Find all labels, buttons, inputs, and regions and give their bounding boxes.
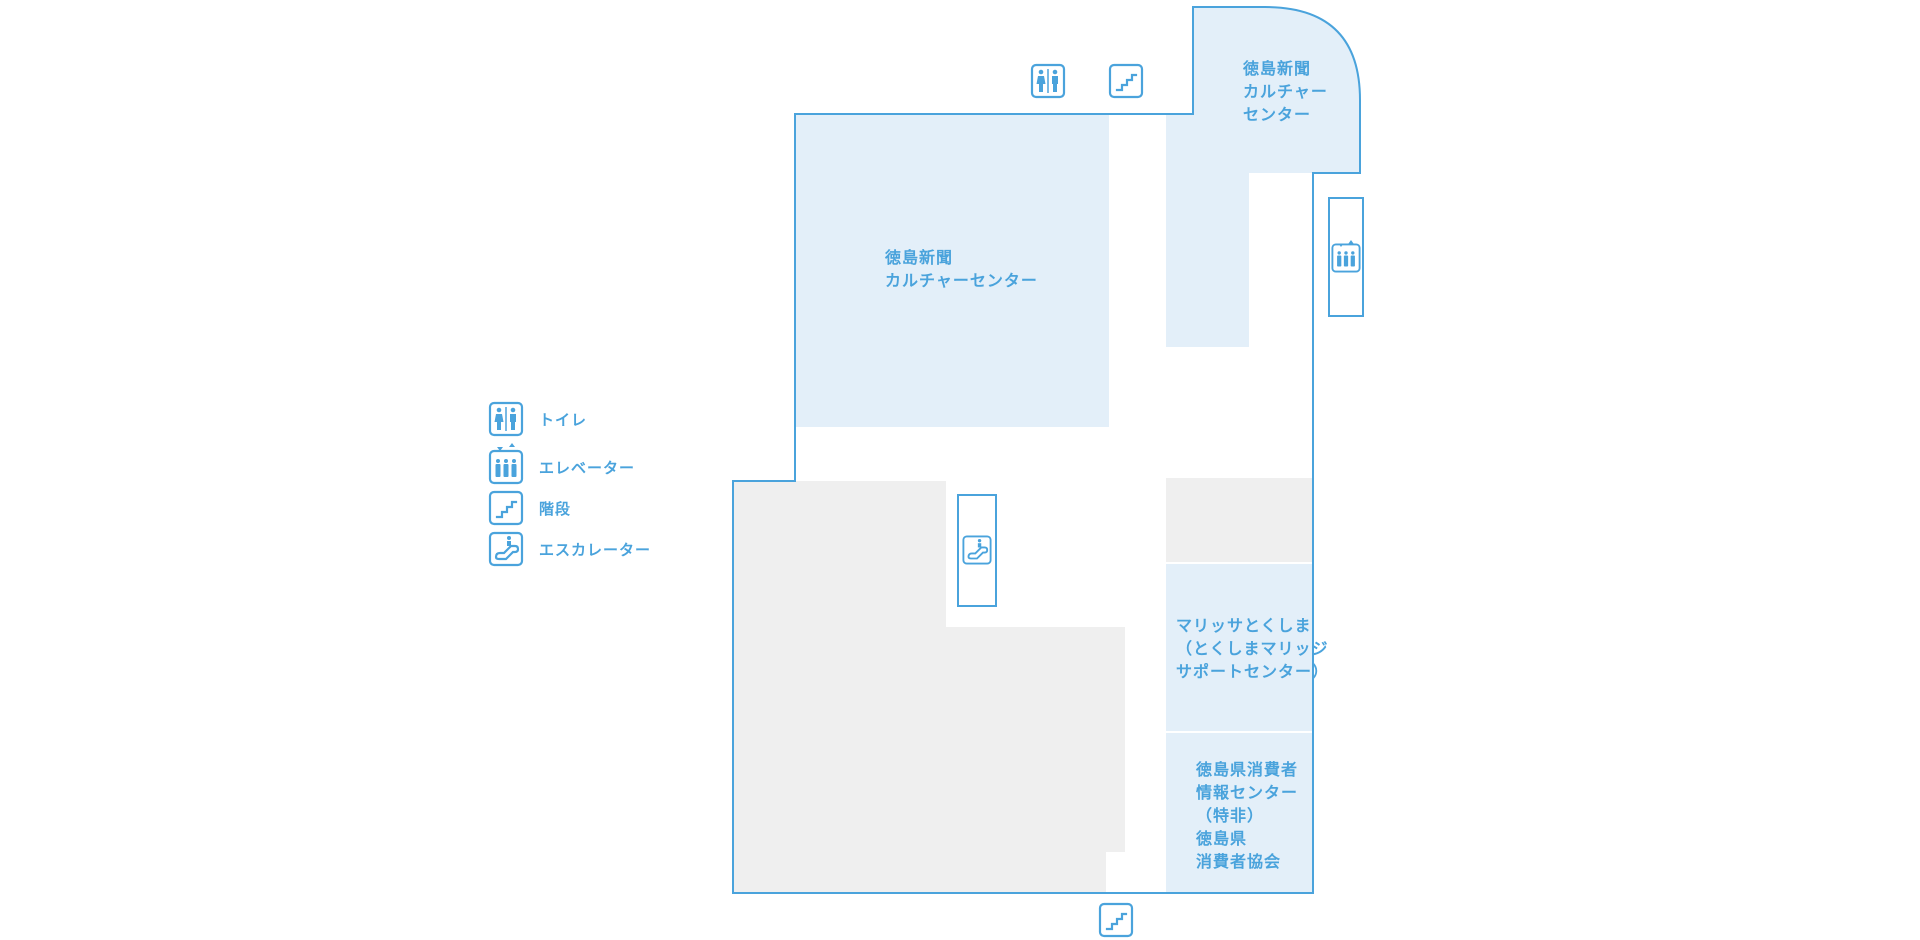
legend-stairs-icon bbox=[488, 490, 524, 526]
elevator-icon bbox=[1331, 243, 1361, 273]
stairs-icon-bottom bbox=[1098, 902, 1134, 938]
culture-center-main-room bbox=[796, 114, 1109, 427]
legend-escalator-icon bbox=[488, 531, 524, 567]
toilet-icon bbox=[1030, 63, 1066, 99]
building-outline bbox=[732, 6, 1361, 894]
marissa-label: マリッサとくしま （とくしまマリッジ サポートセンター） bbox=[1176, 616, 1335, 681]
stairs-icon bbox=[1108, 63, 1144, 99]
legend-elevator-icon bbox=[488, 449, 524, 485]
consumer-center-label: 徳島県消費者 情報センター （特非） 徳島県 消費者協会 bbox=[1195, 760, 1305, 871]
legend-stairs-label: 階段 bbox=[539, 500, 571, 518]
legend-elevator-arrows-icon bbox=[497, 443, 515, 451]
legend-elevator-label: エレベーター bbox=[539, 459, 635, 477]
elevator-arrows-icon bbox=[1338, 240, 1354, 247]
legend-toilet-icon bbox=[488, 401, 524, 437]
culture-center-main-label: 徳島新聞 カルチャーセンター bbox=[884, 248, 1038, 290]
escalator-icon bbox=[962, 535, 992, 565]
legend-toilet-label: トイレ bbox=[539, 411, 587, 429]
culture-center-annex-room bbox=[1166, 7, 1360, 347]
gray-block-small bbox=[1166, 478, 1313, 562]
consumer-center-room bbox=[1166, 733, 1313, 893]
culture-center-annex-label: 徳島新聞 カルチャー センター bbox=[1242, 59, 1334, 124]
gray-block-main bbox=[733, 481, 1125, 893]
legend: トイレ エレベーター 階段 エスカレーター bbox=[488, 401, 651, 567]
legend-escalator-label: エスカレーター bbox=[539, 541, 651, 559]
marissa-room bbox=[1166, 564, 1313, 731]
